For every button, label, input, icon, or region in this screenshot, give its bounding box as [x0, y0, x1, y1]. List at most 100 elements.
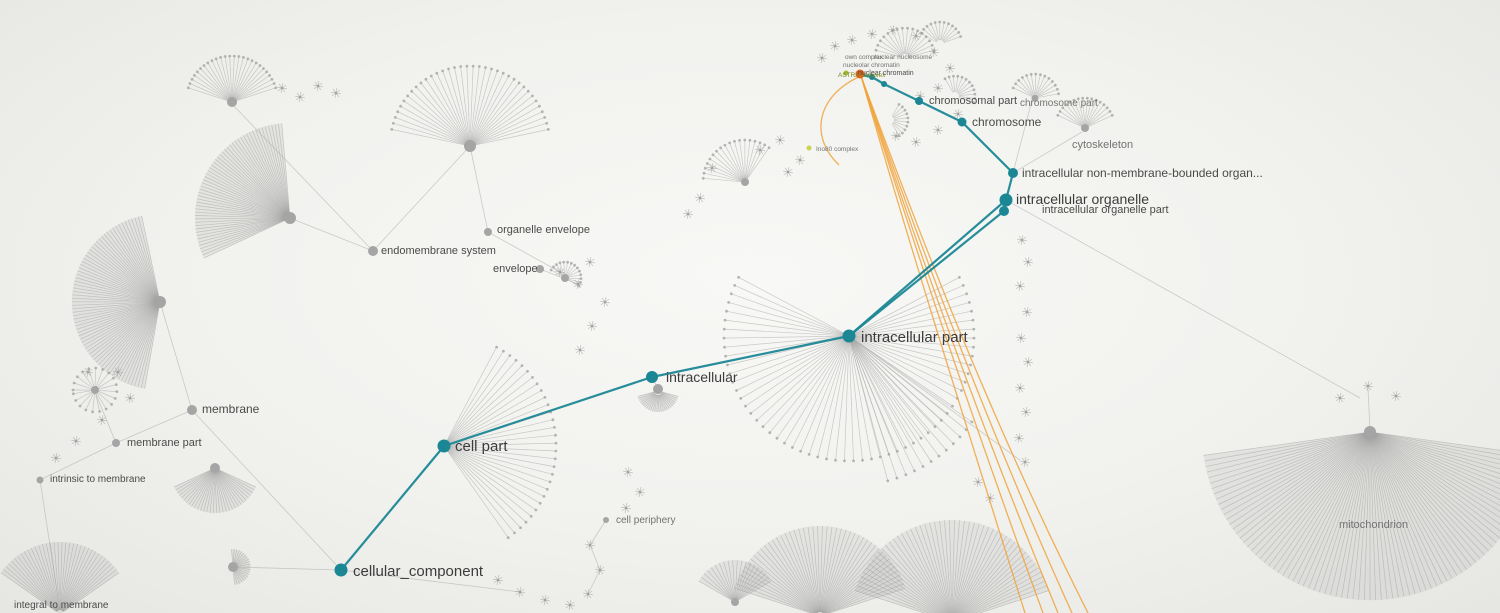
term-label[interactable]: ASTRA complex	[838, 72, 886, 79]
graph-node[interactable]	[881, 81, 887, 87]
graph-node[interactable]	[36, 476, 44, 484]
selected-path-edge	[961, 121, 1014, 174]
cluster-spoke	[902, 28, 906, 55]
term-label[interactable]: intracellular part	[861, 329, 969, 346]
graph-node[interactable]	[603, 517, 609, 523]
leaf-tick	[546, 403, 550, 407]
graph-node[interactable]	[154, 296, 166, 308]
term-label[interactable]: chromosome	[972, 115, 1042, 129]
cluster-spoke	[1372, 434, 1485, 556]
graph-node[interactable]	[843, 70, 849, 76]
cluster-spoke	[236, 567, 251, 570]
cluster-spoke	[1259, 434, 1368, 560]
graph-node[interactable]	[227, 97, 237, 107]
cluster-spoke	[953, 522, 975, 613]
term-label[interactable]: nucleolar chromatin	[843, 62, 900, 69]
graph-node[interactable]	[957, 117, 967, 127]
graph-node[interactable]	[915, 97, 923, 105]
term-label[interactable]: nuclear chromatin	[858, 70, 914, 77]
term-label[interactable]: own complex	[845, 54, 884, 61]
cluster-spoke	[211, 164, 287, 217]
graph-node[interactable]	[561, 274, 569, 282]
star-center	[914, 34, 918, 38]
cluster-spoke	[188, 87, 229, 102]
graph-node[interactable]	[1008, 168, 1018, 178]
graph-edge	[232, 566, 342, 571]
cluster-spoke	[101, 236, 158, 300]
graph-node[interactable]	[1031, 94, 1039, 102]
term-label[interactable]: membrane	[202, 402, 260, 416]
term-label[interactable]: intrinsic to membrane	[50, 474, 146, 485]
term-label[interactable]: Ino80 complex	[816, 146, 859, 153]
graph-node[interactable]	[999, 193, 1013, 207]
leaf-tick	[861, 458, 864, 462]
graph-node[interactable]	[187, 405, 197, 415]
cluster-spoke	[1371, 435, 1463, 573]
cluster-spoke	[472, 95, 533, 144]
cluster-spoke	[220, 57, 232, 99]
graph-node[interactable]	[464, 140, 476, 152]
cluster-spoke	[111, 305, 159, 377]
term-label[interactable]: integral to membrane	[14, 600, 109, 611]
leaf-tick	[270, 77, 274, 81]
graph-node[interactable]	[1081, 124, 1089, 132]
graph-node[interactable]	[842, 329, 856, 343]
cluster-spoke	[1371, 435, 1443, 584]
graph-node[interactable]	[653, 384, 663, 394]
cluster-spoke	[447, 383, 538, 445]
term-label[interactable]: membrane part	[127, 437, 202, 449]
star-center	[74, 439, 78, 443]
cluster-spoke	[822, 548, 880, 613]
graph-node[interactable]	[91, 386, 99, 394]
cluster-spoke	[1065, 104, 1083, 126]
term-label[interactable]: nuclear nucleosome	[874, 54, 933, 61]
graph-node[interactable]	[112, 439, 120, 447]
graph-node[interactable]	[731, 598, 739, 606]
cluster-spoke	[1372, 434, 1497, 543]
graph-node[interactable]	[368, 246, 378, 256]
graph-node[interactable]	[855, 69, 865, 79]
term-label[interactable]: organelle envelope	[497, 224, 590, 236]
leaf-tick	[237, 55, 241, 58]
graph-node[interactable]	[536, 265, 544, 273]
term-label[interactable]: intracellular organelle part	[1042, 204, 1169, 216]
graph-node[interactable]	[228, 562, 238, 572]
cluster-spoke	[929, 522, 951, 613]
term-label[interactable]: cytoskeleton	[1072, 139, 1133, 151]
term-label[interactable]: chromosome part	[1020, 98, 1098, 109]
cluster-spoke	[825, 578, 903, 613]
leaf-tick	[1053, 83, 1057, 87]
term-label[interactable]: mitochondrion	[1339, 519, 1408, 531]
term-label[interactable]: endomembrane system	[381, 245, 496, 257]
graph-node[interactable]	[869, 74, 875, 80]
term-label[interactable]: chromosomal part	[929, 95, 1017, 107]
cluster-spoke	[747, 562, 817, 613]
term-label[interactable]: intracellular organelle	[1016, 191, 1149, 207]
graph-node[interactable]	[284, 212, 296, 224]
graph-node[interactable]	[437, 439, 451, 453]
graph-node[interactable]	[334, 563, 348, 577]
graph-node[interactable]	[484, 228, 492, 236]
cluster-spoke	[73, 390, 92, 395]
graph-node[interactable]	[806, 145, 812, 151]
cluster-fan	[1011, 72, 1060, 98]
leaf-tick	[228, 54, 232, 58]
graph-node[interactable]	[999, 206, 1009, 216]
term-label[interactable]: cell periphery	[616, 515, 675, 526]
term-label[interactable]: cell part	[455, 438, 508, 455]
term-label[interactable]: cellular_component	[353, 563, 484, 580]
term-label[interactable]: intracellular non-membrane-bounded organ…	[1022, 166, 1263, 180]
term-label[interactable]: intracellular	[666, 369, 738, 385]
graph-node[interactable]	[210, 463, 220, 473]
graph-node[interactable]	[646, 371, 658, 383]
graph-node[interactable]	[741, 178, 749, 186]
graph-node[interactable]	[1364, 426, 1376, 438]
term-label[interactable]: envelope	[493, 263, 538, 275]
cluster-fan	[1056, 96, 1114, 127]
cluster-spoke	[893, 117, 908, 120]
cluster-spoke	[234, 550, 240, 564]
cluster-spoke	[953, 521, 970, 613]
leaf-node-star	[515, 587, 525, 597]
